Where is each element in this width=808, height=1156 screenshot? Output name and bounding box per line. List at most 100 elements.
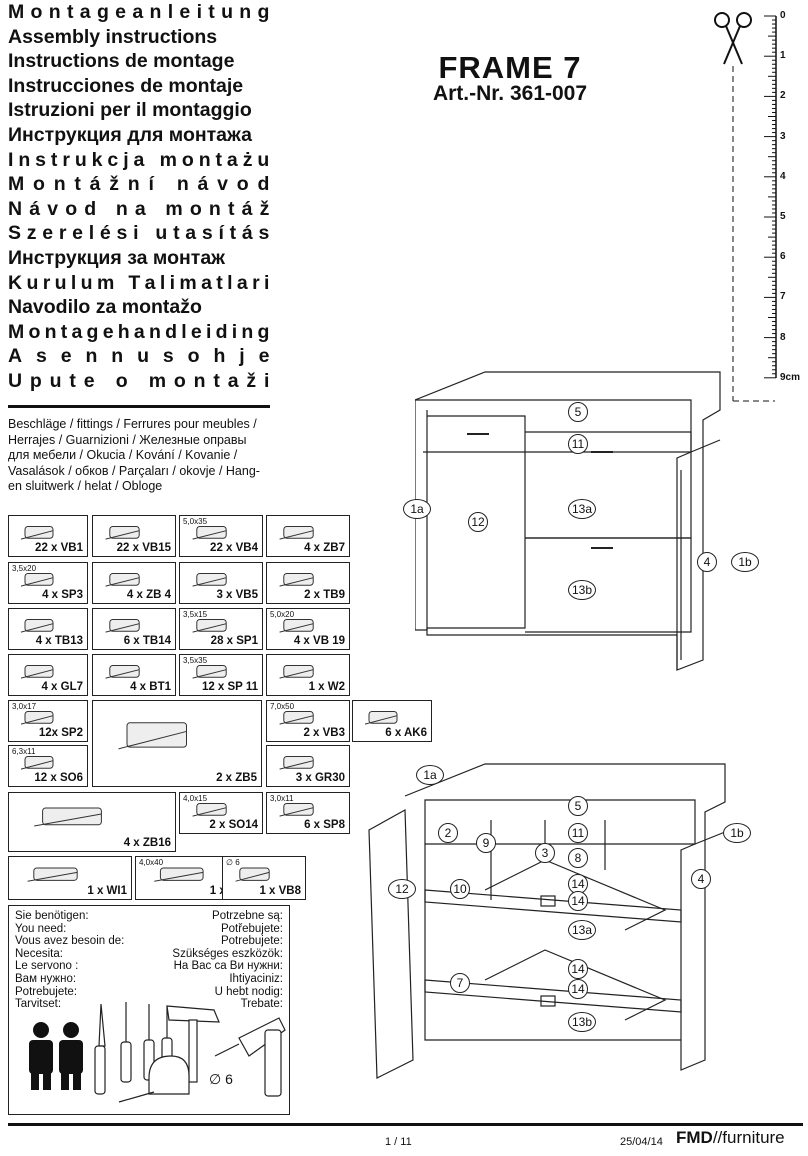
fitting-quantity: 2 x SO14 xyxy=(209,819,258,831)
fitting-cell: 4 x GL7 xyxy=(8,654,88,696)
fitting-icon xyxy=(105,526,140,540)
fitting-icon xyxy=(279,803,314,817)
brand-bold: FMD xyxy=(676,1128,713,1147)
fitting-cell: 7,0x50 2 x VB3 xyxy=(266,700,350,742)
fitting-quantity: 4 x ZB7 xyxy=(304,542,345,554)
fitting-icon xyxy=(279,665,314,679)
tools-needed-line: Potrzebne są: xyxy=(212,910,283,922)
fitting-quantity: 2 x VB3 xyxy=(303,727,345,739)
tools-needed-line: Trebate: xyxy=(240,998,283,1011)
fitting-dimension: 3,0x17 xyxy=(12,702,37,711)
title-line: Istruzioni per il montaggio xyxy=(8,99,252,122)
fitting-icon xyxy=(279,711,314,725)
fitting-dimension: 3,5x20 xyxy=(12,564,37,573)
fitting-icon xyxy=(20,573,54,587)
fitting-quantity: 4 x GL7 xyxy=(41,681,83,693)
shelf-upper xyxy=(424,889,682,923)
part-callout: 14 xyxy=(568,891,588,911)
fitting-quantity: 4 x TB13 xyxy=(35,635,83,647)
fitting-cell: 4 x ZB7 xyxy=(266,515,350,557)
part-callout: 1a xyxy=(403,499,431,519)
fitting-icon xyxy=(192,803,227,817)
tools-needed-line: Вам нужно: xyxy=(15,972,77,985)
part-callout: 4 xyxy=(691,869,711,889)
fitting-dimension: 6,3x11 xyxy=(12,747,36,756)
fitting-icon xyxy=(279,756,314,770)
ruler-label: 5 xyxy=(780,211,786,222)
fitting-quantity: 2 x TB9 xyxy=(304,589,345,601)
fitting-dimension: 4,0x15 xyxy=(183,794,208,803)
product-name: FRAME 7 xyxy=(438,50,582,85)
fitting-quantity: 6 x TB14 xyxy=(123,635,171,647)
part-callout: 14 xyxy=(568,979,588,999)
title-line: Assembly instructions xyxy=(8,25,218,48)
part-callout: 2 xyxy=(438,823,458,843)
fitting-quantity: 1 x W2 xyxy=(308,681,345,693)
fitting-quantity: 28 x SP1 xyxy=(210,635,258,647)
fitting-icon xyxy=(279,619,314,633)
ruler-label: 1 xyxy=(780,50,786,62)
part-callout: 12 xyxy=(388,879,416,899)
fitting-quantity: 4 x VB 19 xyxy=(293,635,345,647)
product-heading: FRAME 7 Art.-Nr. 361-007 xyxy=(420,50,600,106)
fitting-icon xyxy=(20,665,54,679)
tools-needed-box: Sie benötigen:You need:Vous avez besoin … xyxy=(8,905,290,1115)
page-number: 1 / 11 xyxy=(385,1136,412,1148)
fitting-dimension: 3,5x35 xyxy=(183,656,208,665)
title-rule xyxy=(8,405,270,408)
fitting-cell: 4 x ZB 4 xyxy=(92,562,176,604)
fitting-quantity: 4 x ZB 4 xyxy=(126,589,171,601)
fitting-quantity: 4 x ZB16 xyxy=(123,837,171,849)
part-callout: 10 xyxy=(450,879,470,899)
fitting-dimension: 7,0x50 xyxy=(270,702,295,711)
part-callout: 13a xyxy=(568,499,596,519)
part-callout: 4 xyxy=(697,552,717,572)
fitting-icon xyxy=(154,867,204,882)
cabinet-open-drawing xyxy=(368,763,726,1079)
tools-needed-line: Ihtiyaciniz: xyxy=(229,972,283,985)
part-callout: 7 xyxy=(450,973,470,993)
fitting-cell: 22 x VB15 xyxy=(92,515,176,557)
fitting-icon xyxy=(364,711,398,725)
hammer-icon xyxy=(166,1005,220,1083)
fitting-cell: 6 x TB14 xyxy=(92,608,176,650)
two-persons-icon xyxy=(29,1022,83,1090)
fitting-icon xyxy=(279,573,314,587)
part-callout: 13b xyxy=(568,1012,596,1032)
fitting-quantity: 2 x ZB5 xyxy=(216,772,257,784)
part-callout: 14 xyxy=(568,959,588,979)
fitting-icon xyxy=(279,526,314,540)
fitting-icon xyxy=(235,867,270,882)
fitting-quantity: 1 x WI1 xyxy=(87,885,127,897)
fitting-quantity: 12 x SO6 xyxy=(34,772,83,784)
fitting-icon xyxy=(20,526,54,540)
title-line: Инструкция для монтажа xyxy=(8,124,252,146)
article-number: Art.-Nr. 361-007 xyxy=(432,82,588,105)
tools-needed-line: Tarvitset: xyxy=(15,998,62,1011)
fitting-cell: 1 x W2 xyxy=(266,654,350,696)
fitting-icon xyxy=(105,665,140,679)
fitting-cell: 6,3x11 12 x SO6 xyxy=(8,745,88,787)
tools-needed-line: Le servono : xyxy=(15,960,79,973)
fitting-quantity: 6 x AK6 xyxy=(385,727,427,739)
fitting-quantity: 22 x VB15 xyxy=(116,542,171,554)
fitting-cell: 3 x GR30 xyxy=(266,745,350,787)
part-callout: 13a xyxy=(568,920,596,940)
tools-needed-line: Vous avez besoin de: xyxy=(15,935,125,948)
part-callout: 9 xyxy=(476,833,496,853)
part-callout: 11 xyxy=(568,434,588,454)
tools-illustration xyxy=(29,1002,286,1103)
tools-needed-line: Potrebujete: xyxy=(220,935,283,948)
fitting-icon xyxy=(27,867,78,882)
fitting-quantity: 4 x SP3 xyxy=(42,589,83,601)
fitting-cell: 22 x VB1 xyxy=(8,515,88,557)
fitting-cell: 3,5x20 4 x SP3 xyxy=(8,562,88,604)
part-callout: 5 xyxy=(568,796,588,816)
fitting-icon xyxy=(20,711,54,725)
